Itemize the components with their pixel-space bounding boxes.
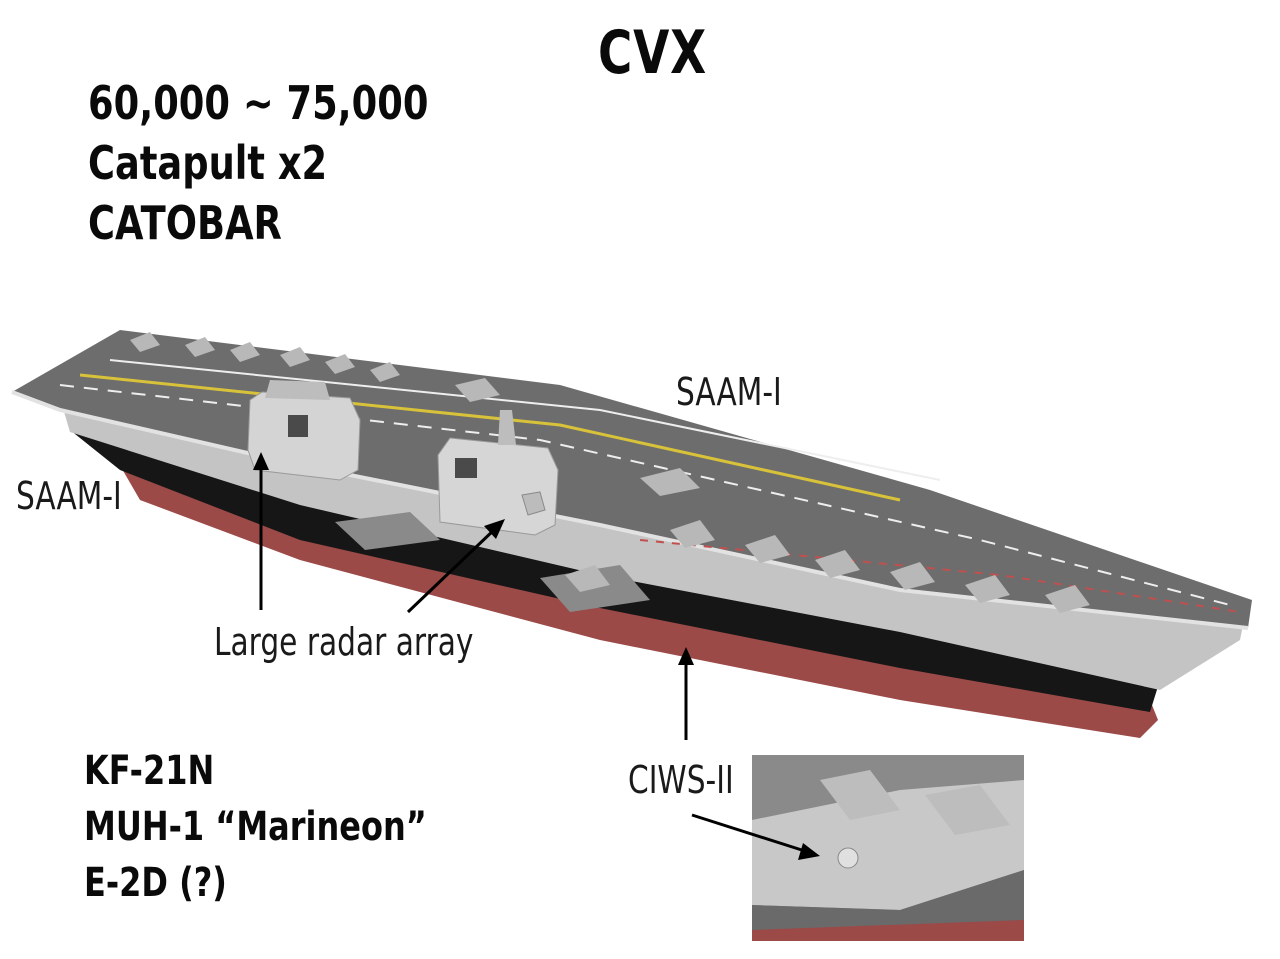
label-radar: Large radar array bbox=[214, 620, 474, 664]
spec-catapult: Catapult x2 bbox=[88, 136, 328, 190]
parked-aircraft-forward bbox=[455, 378, 1090, 613]
forward-island bbox=[437, 437, 559, 536]
label-ciws: CIWS-II bbox=[628, 758, 734, 802]
arrow-ciws bbox=[678, 647, 694, 740]
arrow-aft-island bbox=[253, 452, 269, 610]
aircraft-e2d: E-2D (?) bbox=[84, 860, 227, 906]
ciws-inset bbox=[752, 755, 1024, 941]
label-saam-left: SAAM-I bbox=[16, 474, 122, 518]
deck-line-yellow bbox=[79, 373, 901, 502]
page-title: CVX bbox=[598, 18, 707, 88]
hull-black-band bbox=[70, 430, 1160, 712]
elevator-aft bbox=[335, 512, 440, 550]
arrow-forward-island bbox=[406, 519, 505, 614]
arrow-inset-ciws bbox=[691, 813, 820, 860]
hull-red-band bbox=[118, 462, 1158, 738]
label-saam-upper: SAAM-I bbox=[676, 370, 782, 414]
aircraft-kf21n: KF-21N bbox=[84, 748, 215, 794]
spec-displacement: 60,000 ~ 75,000 bbox=[88, 76, 429, 130]
spec-launch-type: CATOBAR bbox=[88, 196, 282, 250]
aircraft-muh1: MUH-1 “Marineon” bbox=[84, 804, 427, 850]
parked-aircraft-aft bbox=[130, 332, 400, 382]
